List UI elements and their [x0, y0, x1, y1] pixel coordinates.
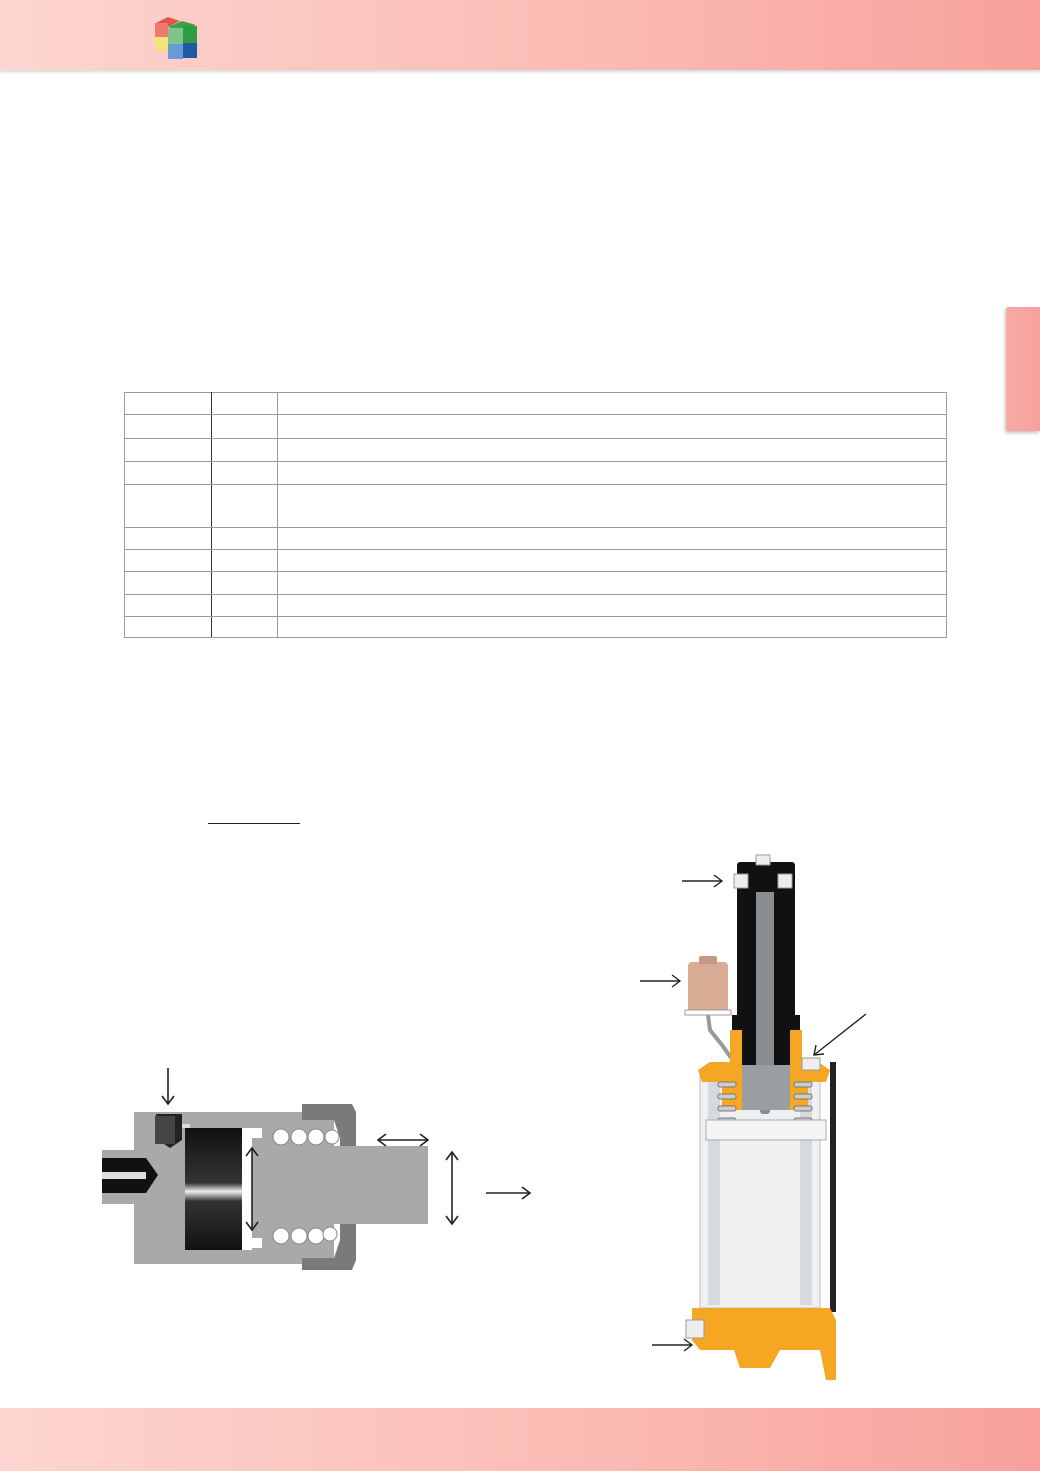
table-cell — [124, 461, 212, 485]
table-cell — [124, 616, 212, 638]
table-row — [124, 414, 947, 439]
table-cell — [211, 392, 278, 415]
table-cell — [277, 484, 947, 528]
table-cell — [124, 414, 212, 439]
cube-logo-icon — [155, 17, 197, 59]
table-cell — [277, 527, 947, 550]
table-cell — [277, 616, 947, 638]
table-row — [124, 484, 947, 528]
table-cell — [124, 527, 212, 550]
table-cell — [277, 461, 947, 485]
table-cell — [124, 549, 212, 572]
table-cell — [211, 461, 278, 485]
table-cell — [211, 549, 278, 572]
page-header-band — [0, 0, 1040, 70]
table-cell — [277, 594, 947, 617]
table-cell — [277, 571, 947, 595]
table-cell — [277, 549, 947, 572]
table-row — [124, 438, 947, 462]
table-cell — [124, 571, 212, 595]
table-cell — [124, 438, 212, 462]
table-cell — [124, 594, 212, 617]
link-underline — [208, 823, 300, 824]
page-footer-band — [0, 1408, 1040, 1471]
table-cell — [211, 438, 278, 462]
table-cell — [211, 571, 278, 595]
table-cell — [211, 414, 278, 439]
chapter-side-tab[interactable] — [1006, 307, 1040, 431]
table-row — [124, 549, 947, 572]
table-cell — [277, 392, 947, 415]
table-cell — [124, 484, 212, 528]
table-cell — [211, 594, 278, 617]
table-cell — [277, 414, 947, 439]
spec-table — [124, 392, 947, 638]
table-row — [124, 571, 947, 595]
table-row — [124, 461, 947, 485]
table-cell — [124, 392, 212, 415]
table-row — [124, 616, 947, 638]
table-row — [124, 392, 947, 415]
table-row — [124, 527, 947, 550]
table-cell — [211, 616, 278, 638]
table-row — [124, 594, 947, 617]
table-cell — [211, 527, 278, 550]
table-cell — [277, 438, 947, 462]
pump-cutaway-icon — [640, 854, 867, 1380]
cylinder-cross-section-icon — [102, 1068, 532, 1270]
table-cell — [211, 484, 278, 528]
